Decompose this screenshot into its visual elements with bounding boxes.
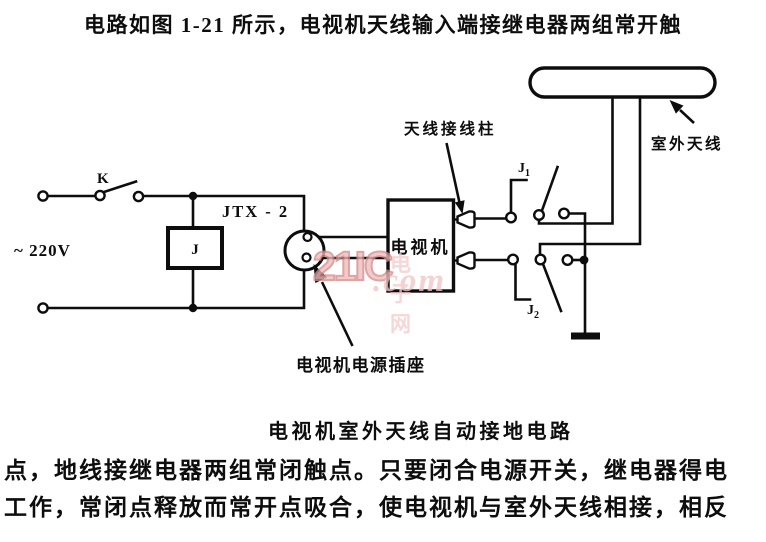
antenna-post-bottom	[456, 251, 476, 270]
paragraph-body-line2: 工作，常闭点释放而常开点吸合，使电视机与室外天线相接，相反	[4, 495, 729, 520]
socket-hole-top	[302, 231, 313, 243]
junction-ground-line	[579, 255, 589, 265]
j1-label-sub: 1	[525, 168, 530, 179]
socket-arrowhead	[313, 264, 328, 283]
wire-antenna-right-to-j2	[538, 95, 642, 256]
power-socket-circle	[283, 229, 326, 272]
switch-label: K	[97, 171, 109, 187]
j2-label-bracket	[514, 263, 532, 301]
terminals	[37, 189, 574, 314]
j1-contact-middle	[533, 208, 546, 221]
antenna-post-arrowhead	[454, 200, 465, 214]
j2-contact-middle	[534, 253, 547, 266]
relay-coil-box	[166, 226, 224, 270]
outdoor-antenna-arrowhead	[669, 100, 684, 114]
antenna-posts	[453, 210, 476, 270]
tv-box	[386, 198, 456, 293]
switch-arm	[102, 179, 138, 194]
relay-coil-label: J	[191, 242, 199, 258]
mains-terminal-bottom	[37, 302, 49, 314]
j2-contact-arm	[541, 262, 563, 313]
j2-contact-right	[561, 253, 574, 266]
antenna-post-top	[456, 210, 476, 229]
paragraph-body-line1: 点，地线接继电器两组常闭触点。只要闭合电源开关，继电器得电	[4, 458, 729, 483]
switch-contact	[132, 190, 145, 203]
j1-label: J1	[518, 161, 530, 179]
j2-label: J2	[527, 303, 539, 321]
antenna-post-label: 天线接线柱	[404, 119, 497, 138]
wire-mains-bottom	[46, 268, 306, 310]
wire-j1-to-antenna-left	[537, 95, 614, 225]
wire-j1-to-ground	[567, 212, 587, 335]
outdoor-antenna-arrow-line	[679, 109, 695, 124]
junction-top-rail	[188, 191, 198, 201]
paragraph-top-line: 电路如图 1-21 所示，电视机天线输入端接继电器两组常开触	[84, 13, 682, 37]
junction-bottom-rail	[188, 303, 198, 313]
j1-label-bracket	[509, 178, 528, 214]
wires	[46, 95, 642, 335]
j1-label-base: J	[518, 161, 525, 176]
junction-dots	[188, 191, 589, 313]
relay-model-label: JTX - 2	[222, 202, 289, 221]
outdoor-antenna-label: 室外天线	[651, 134, 723, 153]
j1-contact-arm	[540, 165, 560, 213]
j1-contact-left	[505, 211, 518, 224]
antenna-post-arrow-line	[445, 142, 462, 206]
socket-hole-bottom	[301, 252, 312, 263]
label-arrows	[320, 109, 695, 347]
switch-pivot	[94, 189, 106, 202]
figure-caption: 电视机室外天线自动接地电路	[268, 421, 574, 443]
mains-terminal-top	[37, 190, 49, 202]
socket-arrow-line	[320, 281, 354, 347]
voltage-label: ~ 220V	[14, 241, 71, 260]
j2-label-base: J	[527, 303, 534, 318]
outdoor-antenna-dipole	[528, 66, 717, 99]
socket-label: 电视机电源插座	[296, 355, 426, 375]
j2-label-sub: 2	[534, 310, 539, 321]
j1-contact-right	[558, 207, 571, 220]
tv-label: 电视机	[391, 237, 451, 257]
j2-contact-left	[507, 253, 520, 266]
arrowheads	[313, 100, 684, 283]
